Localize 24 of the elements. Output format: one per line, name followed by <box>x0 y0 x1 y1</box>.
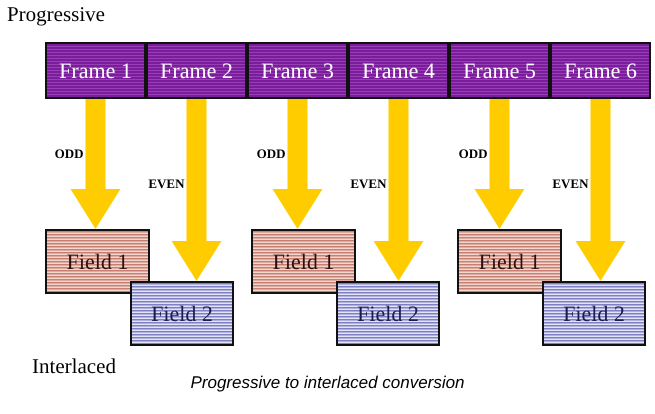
field-box: Field 1 <box>251 229 356 294</box>
field-box: Field 1 <box>45 229 150 294</box>
section-label: Progressive <box>7 2 105 27</box>
edge-label: ODD <box>458 146 488 161</box>
arrow <box>272 99 322 229</box>
arrow <box>374 99 424 281</box>
frame-box: Frame 5 <box>449 42 550 99</box>
arrow <box>576 99 626 281</box>
arrow <box>172 99 222 281</box>
frame-box: Frame 1 <box>45 42 146 99</box>
arrow <box>70 99 120 229</box>
frame-box: Frame 3 <box>247 42 348 99</box>
field-box: Field 2 <box>130 281 234 346</box>
field-box: Field 1 <box>457 229 562 294</box>
field-box: Field 2 <box>336 281 440 346</box>
edge-label: ODD <box>54 146 84 161</box>
arrow <box>474 99 524 229</box>
caption: Progressive to interlaced conversion <box>190 373 465 393</box>
frame-box: Frame 2 <box>146 42 247 99</box>
section-label: Interlaced <box>32 354 116 379</box>
edge-label: ODD <box>256 146 286 161</box>
field-box: Field 2 <box>542 281 646 346</box>
frame-box: Frame 6 <box>550 42 651 99</box>
frame-box: Frame 4 <box>348 42 449 99</box>
